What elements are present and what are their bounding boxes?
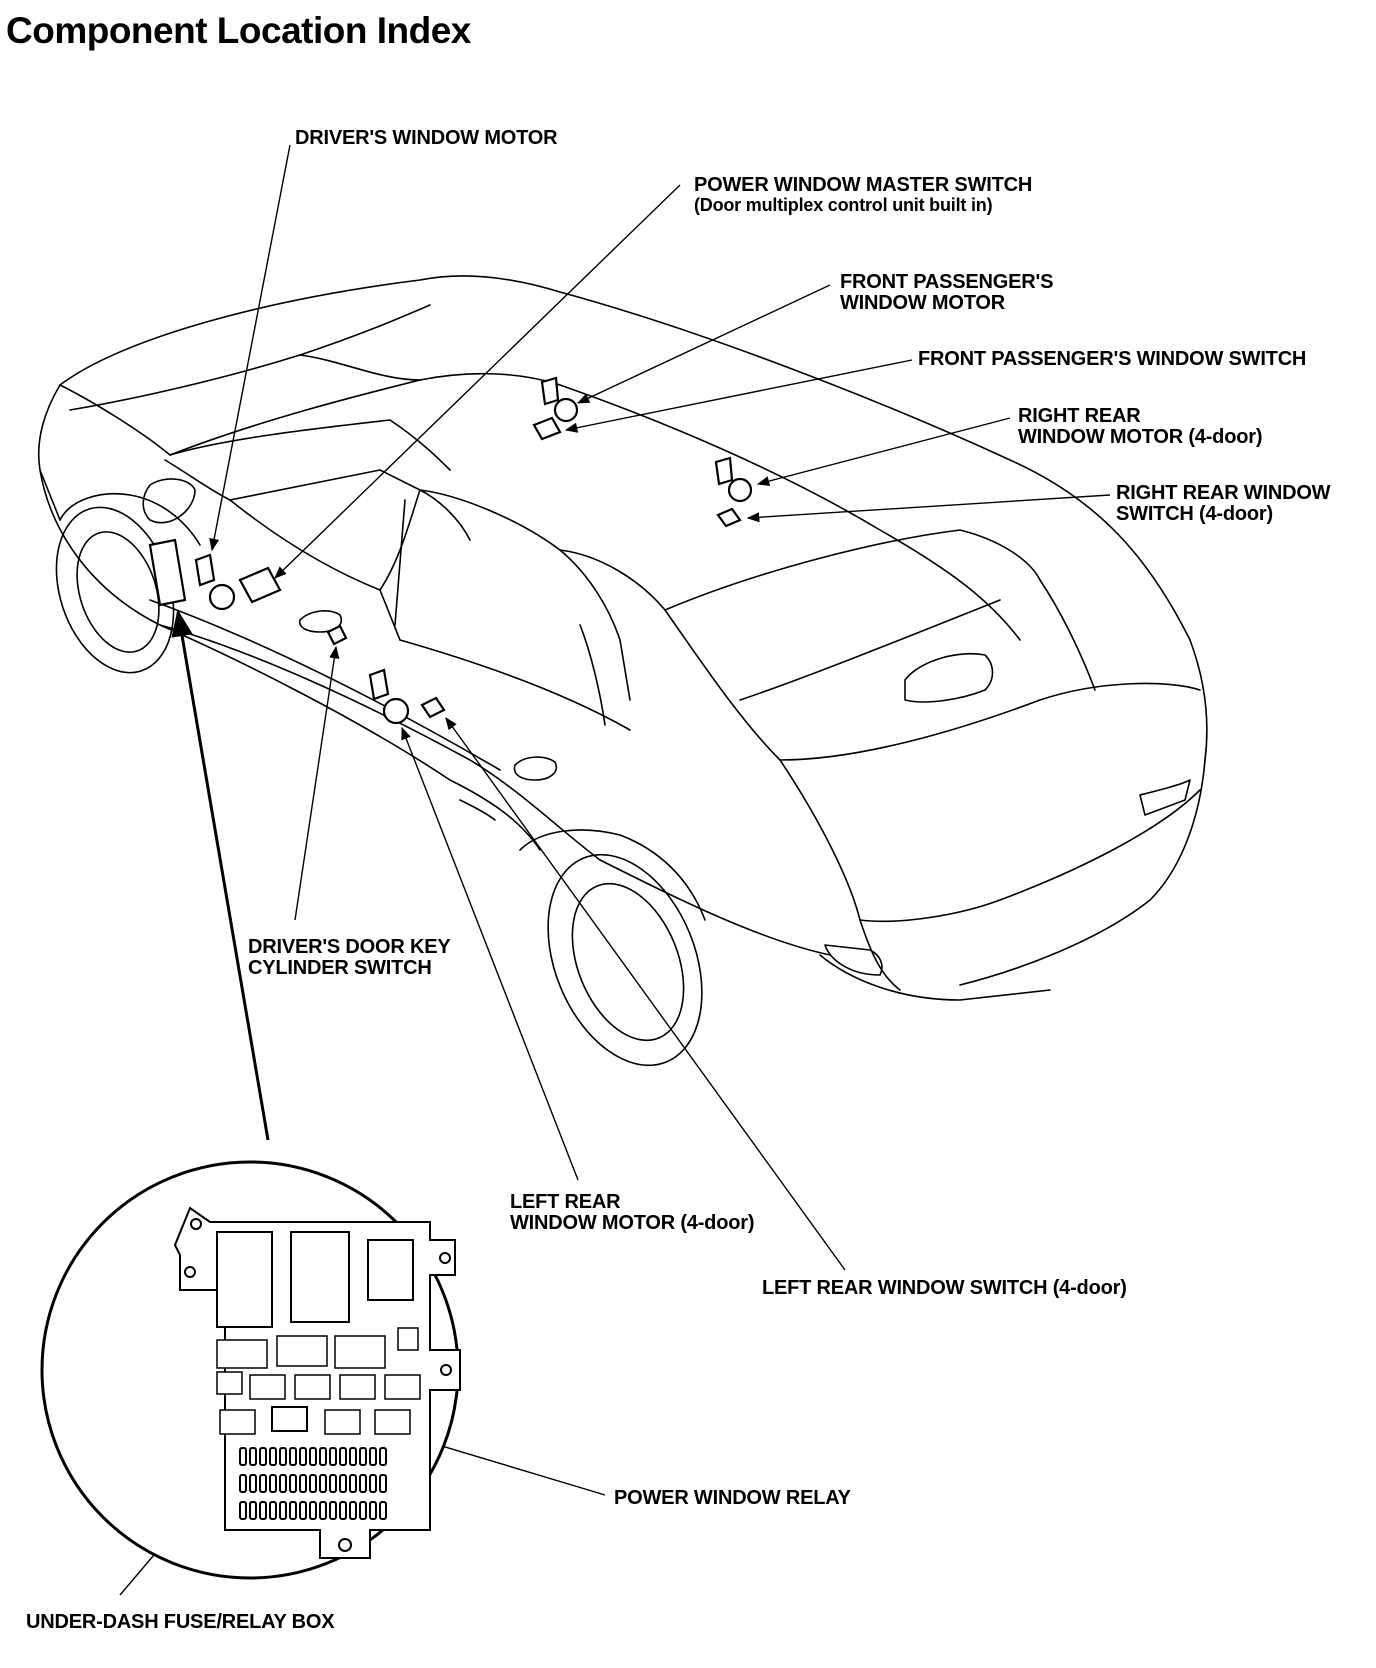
fuse-slot [319,1474,327,1493]
fuse-slot [269,1447,277,1466]
fuse-slot [359,1474,367,1493]
label-front-passengers-window-motor: FRONT PASSENGER'S WINDOW MOTOR [840,271,1054,314]
fuse-slot [299,1474,307,1493]
fuse-slot [369,1501,377,1520]
fuse-relay-box-illustration [173,1206,461,1559]
fuse-slot [299,1447,307,1466]
label-power-window-relay: POWER WINDOW RELAY [614,1487,851,1509]
fuse-slot [359,1447,367,1466]
component-markers [148,376,753,725]
fuse-slot [259,1474,267,1493]
fuse-slot [339,1474,347,1493]
fuse-slot [379,1501,387,1520]
fuse-slot [279,1474,287,1493]
fuse-slot [329,1447,337,1466]
fuse-slot [269,1501,277,1520]
fuse-slot [369,1474,377,1493]
label-right-rear-window-motor: RIGHT REAR WINDOW MOTOR (4-door) [1018,405,1263,448]
label-left-rear-window-motor: LEFT REAR WINDOW MOTOR (4-door) [510,1191,755,1234]
fuse-slot [359,1501,367,1520]
fuse-box-inset [40,1160,461,1580]
fuse-slot [259,1501,267,1520]
fuse-slot [249,1447,257,1466]
fuse-slot [369,1447,377,1466]
fuse-slot [319,1501,327,1520]
fuse-slot [289,1474,297,1493]
fuse-slot [239,1447,247,1466]
fuse-slot [249,1474,257,1493]
fuse-slot [349,1447,357,1466]
fuse-slot [279,1447,287,1466]
fuse-slot [239,1474,247,1493]
fuse-slot [329,1474,337,1493]
fuse-slot [309,1474,317,1493]
fuse-slot [249,1501,257,1520]
fuse-slot [309,1501,317,1520]
label-drivers-door-key-cylinder-switch: DRIVER'S DOOR KEY CYLINDER SWITCH [248,936,451,979]
fuse-slot [259,1447,267,1466]
label-left-rear-window-switch: LEFT REAR WINDOW SWITCH (4-door) [762,1277,1127,1299]
label-power-window-master-switch: POWER WINDOW MASTER SWITCH (Door multipl… [694,174,1033,215]
leader-lines [119,144,1111,1596]
fuse-slot [309,1447,317,1466]
fuse-slot [289,1501,297,1520]
label-drivers-window-motor: DRIVER'S WINDOW MOTOR [295,127,558,149]
fuse-slot [339,1447,347,1466]
fuse-slot [299,1501,307,1520]
fuse-slot [349,1501,357,1520]
fuse-slot [329,1501,337,1520]
fuse-slot [379,1447,387,1466]
label-right-rear-window-switch: RIGHT REAR WINDOW SWITCH (4-door) [1116,482,1331,525]
fuse-slot [239,1501,247,1520]
fuse-grid [239,1447,387,1520]
fuse-slot [349,1474,357,1493]
label-under-dash-fuse-relay-box: UNDER-DASH FUSE/RELAY BOX [26,1611,335,1633]
label-front-passengers-window-switch: FRONT PASSENGER'S WINDOW SWITCH [918,348,1307,370]
page-title: Component Location Index [6,10,471,51]
car-illustration [37,275,1208,1067]
fuse-slot [319,1447,327,1466]
fuse-slot [379,1474,387,1493]
fuse-slot [289,1447,297,1466]
fuse-slot [279,1501,287,1520]
fuse-slot [269,1474,277,1493]
fuse-slot [339,1501,347,1520]
